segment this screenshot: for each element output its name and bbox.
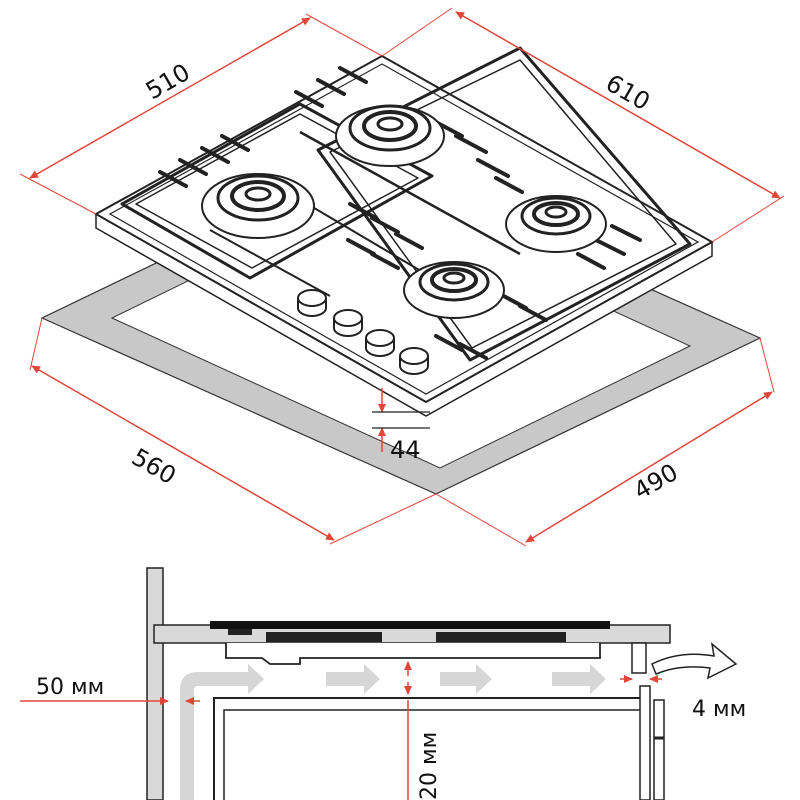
dim-cutout-depth-label: 490 — [629, 458, 683, 505]
height-reference — [372, 411, 430, 429]
knob-3-icon — [365, 329, 395, 357]
hob-body — [225, 643, 601, 665]
knob-2-icon — [333, 309, 363, 337]
gap-left-label: 50 мм — [36, 675, 104, 700]
burner-left — [201, 173, 315, 239]
exhaust-arrow-icon — [651, 642, 738, 680]
airflow-arrow-icon — [326, 664, 380, 694]
burner-bottom — [403, 261, 505, 319]
dim-height-label: 44 — [390, 436, 421, 464]
dim-width-top-label: 510 — [141, 58, 195, 105]
wall — [146, 567, 164, 800]
gap-right-label: 4 мм — [692, 697, 746, 722]
dimension-lines — [19, 7, 785, 547]
hob-glass — [210, 621, 610, 629]
cross-section — [20, 567, 738, 800]
dim-depth-top-label: 610 — [601, 69, 655, 116]
burner-right — [505, 195, 607, 253]
cabinet-side — [639, 685, 651, 800]
control-knobs — [297, 289, 429, 375]
clearance-label: 20 мм — [417, 732, 442, 800]
cabinet-top — [213, 697, 648, 800]
knob-1-icon — [297, 289, 327, 317]
knob-4-icon — [399, 347, 429, 375]
airflow-arrow-icon — [440, 664, 492, 694]
burner-top — [335, 104, 445, 167]
airflow-arrow-icon — [552, 664, 606, 694]
airflow-arrow-icon — [180, 664, 264, 800]
airflow-arrows — [180, 664, 606, 800]
dim-cutout-width-label: 560 — [127, 443, 181, 490]
